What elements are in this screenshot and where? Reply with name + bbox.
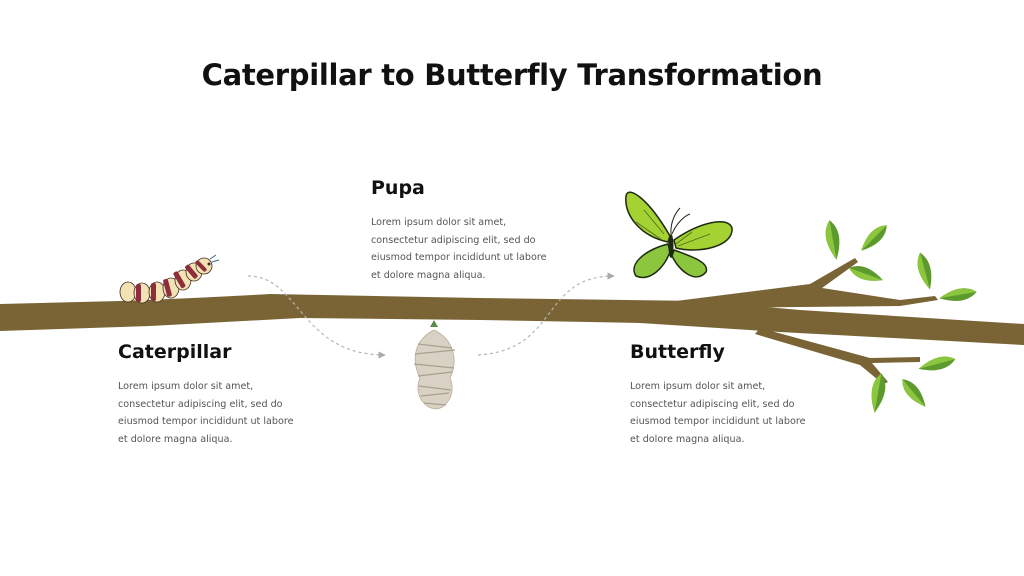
- stage-description: Lorem ipsum dolor sit amet, consectetur …: [118, 381, 294, 445]
- stage-description: Lorem ipsum dolor sit amet, consectetur …: [371, 217, 547, 281]
- stage-heading: Pupa: [371, 177, 425, 199]
- stage-heading: Caterpillar: [118, 341, 232, 363]
- cocoon-icon: [413, 320, 456, 410]
- flow-arrow-pupa-to-butterfly: [477, 272, 615, 356]
- tree-twig-lower: [755, 328, 920, 384]
- tree-twig-upper: [660, 258, 938, 308]
- stage-heading: Butterfly: [630, 341, 725, 363]
- caterpillar-icon: [119, 254, 220, 304]
- leaf-cluster: [825, 220, 977, 413]
- page-title: Caterpillar to Butterfly Transformation: [201, 58, 823, 92]
- stage-pupa: Pupa Lorem ipsum dolor sit amet, consect…: [371, 177, 551, 284]
- butterfly-icon: [625, 191, 733, 279]
- stage-caterpillar: Caterpillar Lorem ipsum dolor sit amet, …: [118, 341, 298, 448]
- tree-branch: [0, 294, 1024, 345]
- stage-butterfly: Butterfly Lorem ipsum dolor sit amet, co…: [630, 341, 810, 448]
- stage-description: Lorem ipsum dolor sit amet, consectetur …: [630, 381, 806, 445]
